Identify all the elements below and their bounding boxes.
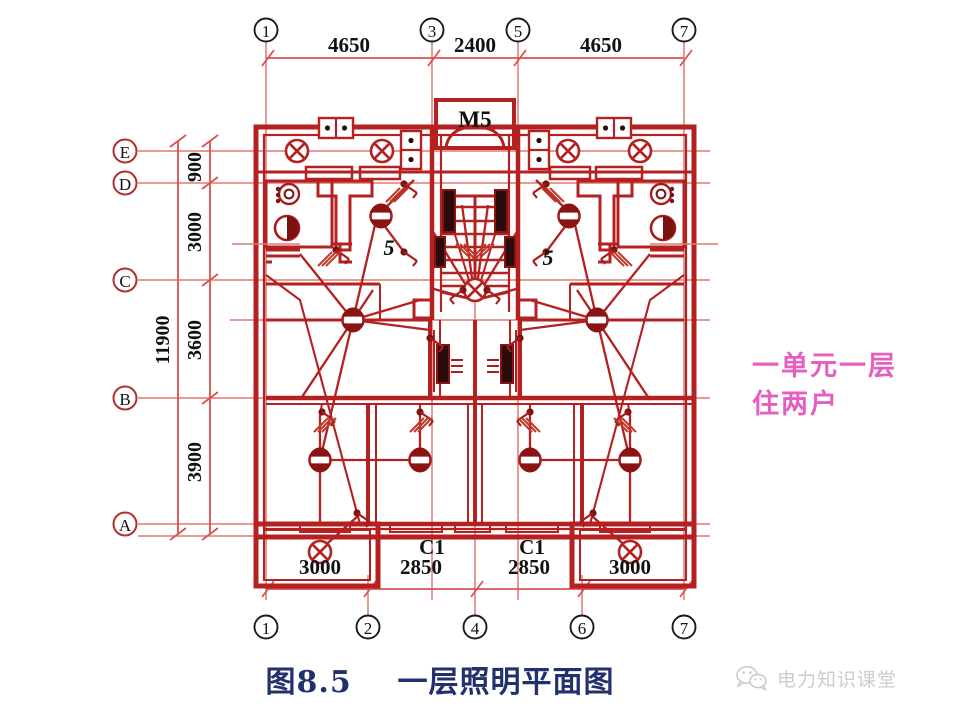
dim-left-3600: 3600	[184, 320, 206, 360]
wire-count-label-left: 5	[384, 235, 395, 260]
two-pole-outlet-icon	[527, 129, 551, 171]
distribution-panel-group	[434, 189, 516, 384]
distribution-panel-icon	[436, 344, 463, 384]
x-circle-lamp-icon	[284, 138, 310, 164]
door-label-m5: M5	[458, 107, 491, 132]
half-circle-wall-lamp-icon	[649, 214, 677, 242]
x-circle-lamp-icon	[627, 138, 653, 164]
annotation-note-line1: 一单元一层	[752, 351, 897, 382]
window-label-c1-left: C1	[419, 535, 445, 559]
wall-lamp-group	[273, 182, 677, 242]
dim-top-3: 4650	[580, 33, 622, 57]
grid-label-left-a: A	[119, 516, 132, 535]
window-label-c1-right: C1	[519, 535, 545, 559]
dimension-band-bottom	[261, 580, 693, 598]
x-circle-lamp-icon	[555, 138, 581, 164]
distribution-panel-icon	[471, 236, 516, 268]
dim-bottom-1: 3000	[299, 555, 341, 579]
building-walls	[232, 98, 718, 589]
grid-label-left-e: E	[120, 143, 130, 162]
grid-label-bottom-2: 2	[364, 619, 373, 638]
watermark-text: 电力知识课堂	[777, 668, 898, 691]
wire-count-label-right: 5	[543, 245, 554, 270]
x-circle-lamp-icon	[369, 138, 395, 164]
appliance-outlet-icon	[275, 182, 301, 206]
appliance-outlet-icon	[649, 182, 675, 206]
pendant-lamp-icon	[308, 446, 332, 474]
half-circle-wall-lamp-icon	[273, 214, 301, 242]
two-pole-outlet-icon	[317, 116, 355, 140]
distribution-panel-icon	[494, 189, 508, 233]
grid-label-top-5: 5	[514, 22, 523, 41]
pendant-lamp-icon	[585, 306, 609, 334]
two-pole-outlet-icon	[399, 129, 423, 171]
distribution-panel-icon	[442, 189, 456, 233]
pendant-lamp-icon	[408, 446, 432, 474]
grid-label-left-c: C	[119, 272, 130, 291]
grid-label-left-d: D	[119, 175, 131, 194]
pendant-lamp-icon	[557, 202, 581, 230]
dim-bottom-2: 2850	[400, 555, 442, 579]
dim-left-900: 900	[184, 152, 206, 182]
distribution-panel-icon	[487, 344, 514, 384]
dimension-band-left	[169, 134, 219, 541]
distribution-panel-icon	[434, 236, 479, 268]
pendant-lamp-icon	[341, 306, 365, 334]
pendant-lamp-icon	[518, 446, 542, 474]
annotation-note-line2: 住两户	[752, 389, 839, 420]
grid-label-bottom-6: 6	[578, 619, 587, 638]
grid-label-bottom-7: 7	[680, 619, 689, 638]
dim-left-3000: 3000	[184, 212, 206, 252]
dim-bottom-3: 2850	[508, 555, 550, 579]
wechat-icon	[736, 666, 768, 692]
pendant-lamp-icon	[369, 202, 393, 230]
grid-label-bottom-4: 4	[471, 619, 480, 638]
dim-left-total: 11900	[152, 316, 174, 365]
grid-label-top-1: 1	[262, 22, 271, 41]
annotation-note: 一单元一层 住两户	[752, 348, 952, 424]
dim-left-3900: 3900	[184, 442, 206, 482]
dim-top-2: 2400	[454, 33, 496, 57]
dimension-band-top	[261, 49, 693, 67]
dim-top-1: 4650	[328, 33, 370, 57]
grid-label-top-3: 3	[428, 22, 437, 41]
single-pole-switch-icon	[399, 247, 419, 268]
two-pole-outlet-icon	[595, 116, 633, 140]
grid-label-left-b: B	[119, 390, 130, 409]
grid-bubbles-left	[112, 138, 138, 537]
x-circle-lamp-icon	[462, 277, 488, 303]
grid-label-top-7: 7	[680, 22, 689, 41]
figure-caption: 图8.5 一层照明平面图	[265, 665, 615, 700]
dim-bottom-4: 3000	[609, 555, 651, 579]
grid-label-bottom-1: 1	[262, 619, 271, 638]
watermark: 电力知识课堂	[735, 655, 955, 701]
pendant-lamp-icon	[618, 446, 642, 474]
